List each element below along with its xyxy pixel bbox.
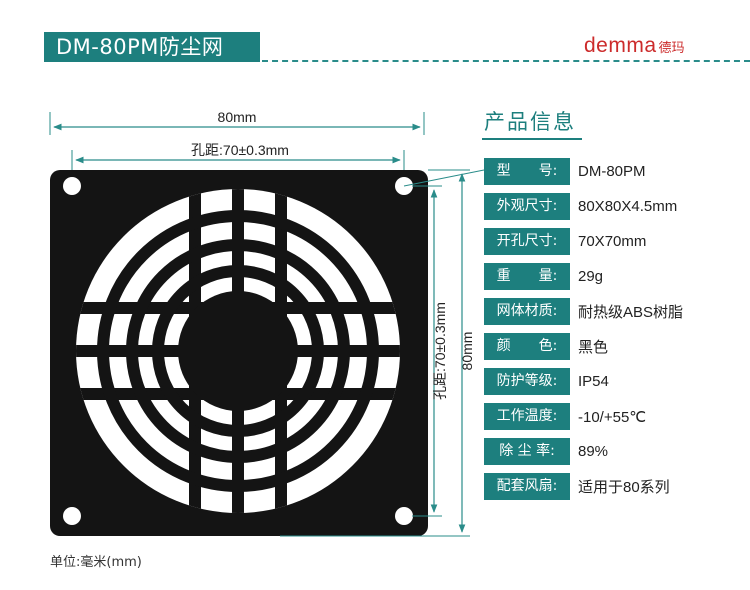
- spec-key: 重 量:: [484, 263, 570, 290]
- spec-value: 29g: [578, 268, 604, 285]
- spec-key: 颜 色:: [484, 333, 570, 360]
- spec-value: 89%: [578, 443, 609, 460]
- mount-hole-bottom-right: [395, 507, 413, 525]
- mount-hole-bottom-left: [63, 507, 81, 525]
- spec-row-dimensions: 外观尺寸: 80X80X4.5mm: [484, 193, 746, 220]
- leader-line: [403, 169, 485, 187]
- page-title: DM-80PM防尘网: [44, 32, 260, 62]
- spec-value: 黑色: [578, 339, 609, 356]
- spec-key: 开孔尺寸:: [484, 228, 570, 255]
- brand-name-cn: 德玛: [658, 41, 685, 56]
- spec-value: 耐热级ABS树脂: [578, 304, 684, 321]
- spec-key: 型 号:: [484, 158, 570, 185]
- title-divider: [262, 60, 750, 62]
- spec-row-weight: 重 量: 29g: [484, 263, 746, 290]
- side-hole-pitch-dimension: 孔距:70±0.3mm: [412, 185, 448, 517]
- width-label: 80mm: [218, 109, 257, 125]
- spec-value: 70X70mm: [578, 233, 647, 250]
- spec-row-fan-fit: 配套风扇: 适用于80系列: [484, 473, 746, 500]
- spec-value: 80X80X4.5mm: [578, 198, 678, 215]
- brand-logo: demma 德玛: [584, 34, 685, 60]
- spec-row-opening: 开孔尺寸: 70X70mm: [484, 228, 746, 255]
- spec-value: DM-80PM: [578, 163, 646, 180]
- spec-key: 工作温度:: [484, 403, 570, 430]
- spec-row-color: 颜 色: 黑色: [484, 333, 746, 360]
- side-height-label: 80mm: [459, 332, 475, 371]
- spec-row-dust-removal: 除 尘 率: 89%: [484, 438, 746, 465]
- spec-row-protection: 防护等级: IP54: [484, 368, 746, 395]
- fan-filter-guard: [50, 170, 428, 536]
- spec-key: 防护等级:: [484, 368, 570, 395]
- spec-key: 除 尘 率:: [484, 438, 570, 465]
- spec-row-material: 网体材质: 耐热级ABS树脂: [484, 298, 746, 325]
- side-height-dimension: 80mm: [280, 169, 475, 537]
- spec-row-temperature: 工作温度: -10/+55℃: [484, 403, 746, 430]
- mount-hole-top-left: [63, 177, 81, 195]
- width-dimension: 80mm: [49, 109, 425, 135]
- spec-key: 外观尺寸:: [484, 193, 570, 220]
- unit-note: 单位:毫米(mm): [50, 555, 142, 570]
- brand-name-en: demma: [584, 34, 657, 57]
- spec-value: 适用于80系列: [578, 479, 670, 496]
- side-hole-pitch-label: 孔距:70±0.3mm: [432, 302, 448, 400]
- spec-key: 网体材质:: [484, 298, 570, 325]
- spec-value: IP54: [578, 373, 609, 390]
- hole-pitch-dimension: 孔距:70±0.3mm: [71, 142, 405, 186]
- hole-pitch-label: 孔距:70±0.3mm: [191, 142, 289, 158]
- info-heading-underline: [482, 138, 582, 140]
- spec-key: 配套风扇:: [484, 473, 570, 500]
- spec-value: -10/+55℃: [578, 408, 647, 426]
- spec-list: 型 号: DM-80PM 外观尺寸: 80X80X4.5mm 开孔尺寸: 70X…: [484, 158, 746, 508]
- info-heading: 产品信息: [484, 110, 576, 134]
- spec-row-model: 型 号: DM-80PM: [484, 158, 746, 185]
